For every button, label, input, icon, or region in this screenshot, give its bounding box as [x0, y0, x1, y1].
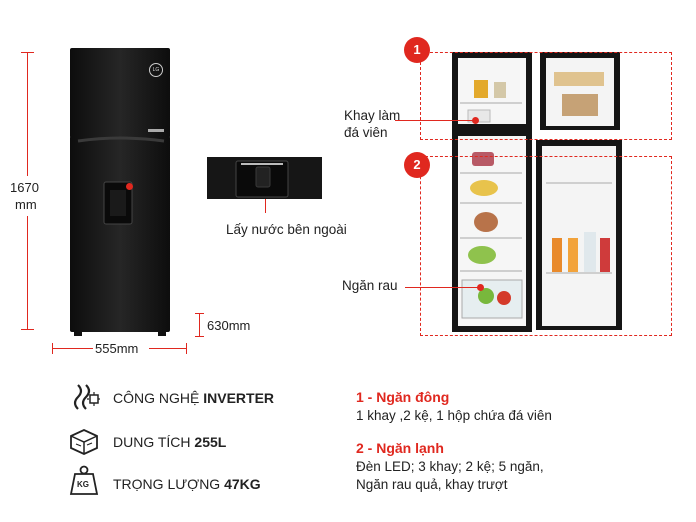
- fridge-open-view: [444, 42, 634, 332]
- veg-drawer-callout-line: [405, 287, 480, 288]
- spec-capacity-value: 255L: [194, 434, 227, 450]
- depth-value: 630mm: [207, 318, 251, 333]
- spec-inverter-label: CÔNG NGHỆ: [113, 390, 204, 406]
- dispenser-callout-label: Lấy nước bên ngoài: [226, 222, 347, 237]
- width-label-bg: [93, 340, 149, 357]
- fridge-title: 2 - Ngăn lạnh: [356, 440, 444, 456]
- veg-drawer-marker-dot: [477, 284, 484, 291]
- freezer-detail-line1: 1 khay ,2 kệ, 1 hộp chứa đá viên: [356, 408, 552, 423]
- dispenser-marker-dot: [126, 183, 133, 190]
- width-value: 555mm: [95, 341, 139, 356]
- height-dimension-bottom-tick: [21, 329, 34, 330]
- ice-tray-callout-line: [395, 120, 475, 121]
- ice-tray-callout-label-line1: Khay làm: [344, 108, 401, 123]
- spec-inverter-value: INVERTER: [203, 390, 275, 406]
- dispenser-closeup: [207, 157, 322, 199]
- spec-weight-value: 47KG: [224, 476, 261, 492]
- spec-capacity-label: DUNG TÍCH: [113, 434, 195, 450]
- veg-drawer-callout-label: Ngăn rau: [342, 278, 398, 293]
- inverter-chip-icon: [70, 381, 100, 413]
- freezer-title: 1 - Ngăn đông: [356, 389, 450, 405]
- weight-kg-icon-text: KG: [77, 480, 89, 489]
- fridge-dashed-outline: [420, 156, 672, 336]
- depth-dimension-top-tick: [195, 313, 204, 314]
- width-dimension-right-tick: [186, 343, 187, 354]
- height-value: 1670: [10, 180, 39, 195]
- height-label-bg: [0, 176, 56, 216]
- lg-logo: LG: [149, 63, 163, 77]
- spec-weight: TRỌNG LƯỢNG 47KG: [113, 476, 261, 492]
- dispenser-callout-line: [265, 199, 266, 213]
- spec-weight-label: TRỌNG LƯỢNG: [113, 476, 225, 492]
- height-unit: mm: [15, 197, 37, 212]
- ice-tray-callout-label-line2: đá viên: [344, 125, 388, 140]
- fridge-detail-line2: Ngăn rau quả, khay trượt: [356, 477, 508, 492]
- depth-dimension-bottom-tick: [195, 336, 204, 337]
- freezer-marker: 1: [404, 37, 430, 63]
- depth-dimension-line: [199, 313, 200, 337]
- spec-capacity: DUNG TÍCH 255L: [113, 434, 226, 450]
- width-dimension-left-tick: [52, 343, 53, 354]
- weight-kg-icon: KG: [69, 464, 99, 496]
- freezer-dashed-outline: [420, 52, 672, 140]
- spec-inverter: CÔNG NGHỆ INVERTER: [113, 390, 274, 406]
- fridge-front-view: LG: [68, 48, 172, 336]
- fridge-detail-line1: Đèn LED; 3 khay; 2 kệ; 5 ngăn,: [356, 459, 544, 474]
- ice-tray-marker-dot: [472, 117, 479, 124]
- height-dimension-top-tick: [21, 52, 34, 53]
- fridge-marker: 2: [404, 152, 430, 178]
- capacity-box-icon: [67, 424, 101, 456]
